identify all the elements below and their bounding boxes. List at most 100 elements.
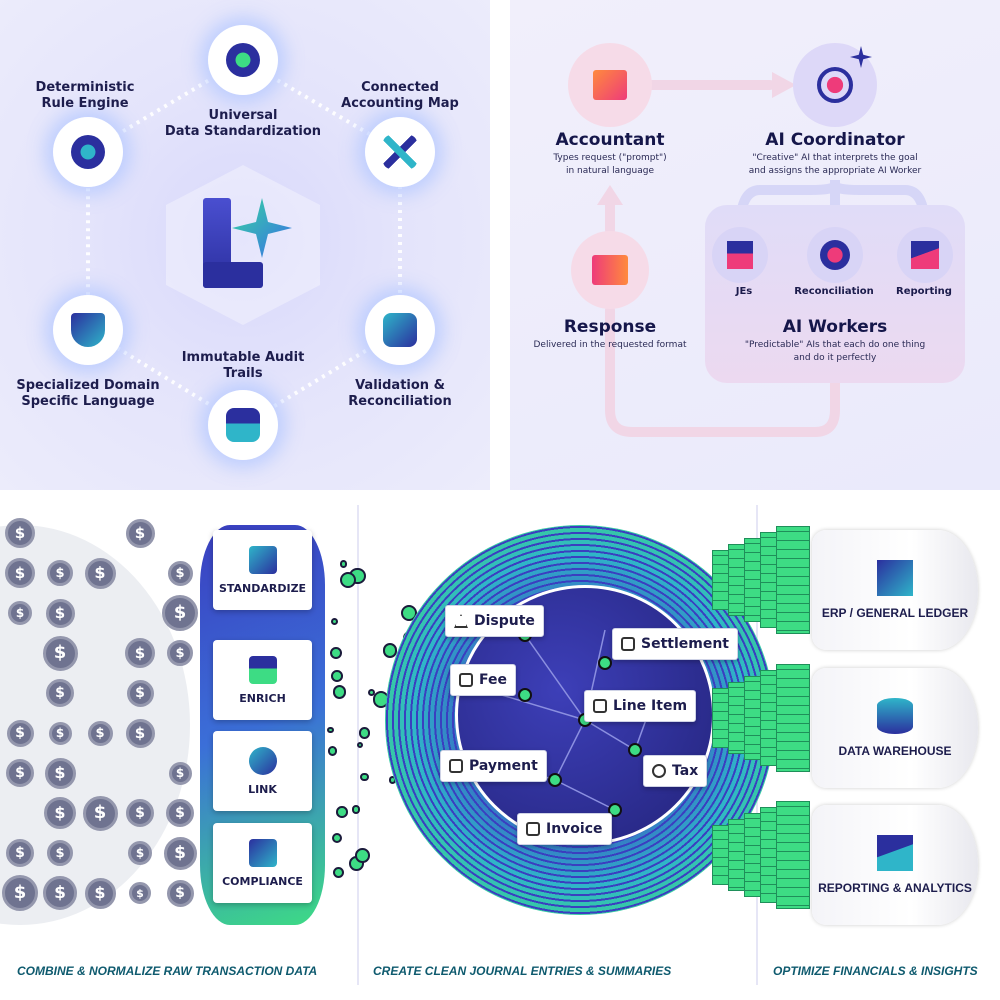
dollar-ledger-icon [877,560,913,596]
warning-icon [454,614,468,628]
chart-up-icon [877,835,913,871]
person-chat-icon [593,70,627,100]
ai-hub-icon [817,67,853,103]
data-dot [351,805,361,814]
data-dot [357,741,364,748]
pie-chart-icon [652,764,666,778]
link-icon [248,746,277,775]
data-dot [358,727,371,739]
accountant-sub: Types request ("prompt") in natural lang… [553,153,667,176]
entity-invoice: Invoice [517,813,612,845]
dollar-coin-icon: $ [84,877,116,909]
magnifier-icon [383,313,417,347]
dollar-coin-icon: $ [6,759,34,787]
dollar-coin-icon: $ [87,720,113,746]
briefcase-icon [621,637,635,651]
dollar-coin-icon: $ [167,560,193,586]
card-icon [449,759,463,773]
layers-icon [593,699,607,713]
dollar-coin-icon: $ [82,795,118,831]
dollar-coin-icon: $ [47,560,73,586]
entity-line-item: Line Item [584,690,697,722]
dollar-coin-icon: $ [125,518,155,548]
s-chain-icon [226,408,260,442]
dollar-coin-icon: $ [125,718,155,748]
enrich-arrow-icon [248,655,277,684]
journal-document-icon [776,526,810,634]
entity-settlement: Settlement [612,628,738,660]
data-dot [340,571,357,588]
reconcile-icon [820,240,850,270]
worker-label: JEs [735,286,753,297]
coordinator-sub: "Creative" AI that interprets the goal a… [748,153,922,176]
data-dot [329,646,342,659]
entity-tax: Tax [643,755,708,787]
response-sub: Delivered in the requested format [533,340,687,350]
journal-document-icon [776,664,810,772]
label-validation: Validation & Reconciliation [348,378,452,409]
data-dot [339,560,348,568]
label-data-standardization: Universal Data Standardization [164,108,322,139]
dollar-coin-icon: $ [2,875,38,911]
dollar-coin-icon: $ [42,635,78,671]
dest-warehouse: DATA WAREHOUSE [812,668,978,788]
worker-jes [712,227,768,283]
data-dot [327,746,338,756]
node-data-standardization [208,25,278,95]
flower-grid-icon [226,43,260,77]
database-icon [877,698,913,734]
worker-label: Reconciliation [794,286,874,297]
data-dot [336,805,348,818]
data-dot [330,670,343,683]
label-accounting-map: Connected Accounting Map [341,80,459,111]
node-domain-language [53,295,123,365]
dollar-coin-icon: $ [166,799,194,827]
workers-sub: "Predictable" AIs that each do one thing… [744,340,926,363]
response-circle [571,231,649,309]
dollar-coin-icon: $ [46,679,74,707]
message-check-icon [592,255,628,285]
dollar-coin-icon: $ [44,797,76,829]
logo-l-base [203,262,263,288]
dollar-coin-icon: $ [8,601,32,625]
entity-payment: Payment [440,750,547,782]
dollar-coin-icon: $ [5,518,35,548]
node-rule-engine [53,117,123,187]
shuffle-icon [248,545,277,574]
dollar-coin-icon: $ [126,679,154,707]
label-audit-trails: Immutable Audit Trails [181,350,305,381]
shield-check-icon [71,313,105,347]
label-domain-language: Specialized Domain Specific Language [16,378,160,409]
journal-document-icon [776,801,810,909]
dest-reporting: REPORTING & ANALYTICS [812,805,978,925]
dollar-coin-icon: $ [6,719,34,747]
step-compliance: COMPLIANCE [213,823,312,903]
dollar-coin-icon: $ [84,557,116,589]
coordinator-title: AI Coordinator [765,130,905,150]
dollar-coin-icon: $ [166,879,194,907]
platform-hexagon-panel: Universal Data Standardization Connected… [0,0,490,490]
raw-transactions-globe: $$$$$$$$$$$$$$$$$$$$$$$$$$$$$$$$$$ [0,505,200,945]
coordinator-circle [793,43,877,127]
entity-fee: Fee [450,664,516,696]
ai-flow-panel: Accountant Types request ("prompt") in n… [510,0,1000,490]
data-dot [326,726,334,734]
dollar-coin-icon: $ [128,841,152,865]
dollar-coin-icon: $ [125,638,155,668]
caption-combine: COMBINE & NORMALIZE RAW TRANSACTION DATA [17,964,318,978]
chart-up-icon [911,241,939,269]
data-dot [382,643,398,658]
node-validation [365,295,435,365]
dollar-coin-icon: $ [48,721,72,745]
node-accounting-map [365,117,435,187]
journal-documents [712,520,832,940]
gear-star-icon [71,135,105,169]
accountant-circle [568,43,652,127]
step-link: LINK [213,731,312,811]
data-dot [331,617,339,625]
dollar-coin-icon: $ [167,640,193,666]
workers-title: AI Workers [782,317,888,337]
journal-arrow-icon [727,241,753,269]
data-dot [368,688,376,696]
dollar-coin-icon: $ [6,839,34,867]
